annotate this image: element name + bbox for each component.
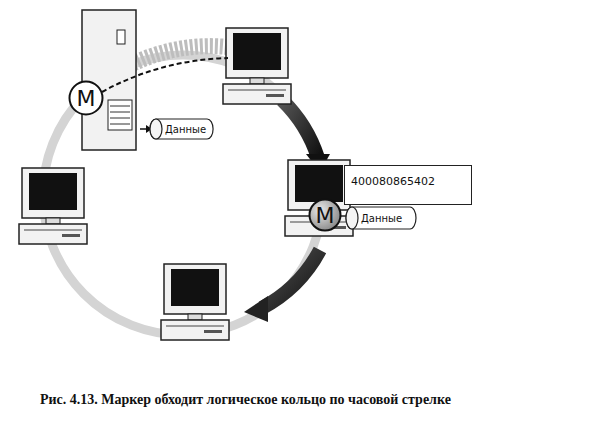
server-tower — [82, 10, 152, 150]
computer — [223, 28, 291, 104]
token-path-dark — [282, 100, 318, 158]
arrow-head — [244, 296, 268, 322]
token-path-dark — [262, 250, 320, 308]
computer — [285, 160, 353, 236]
data-label: Данные — [165, 124, 206, 135]
figure-caption: Рис. 4.13. Маркер обходит логическое кол… — [40, 392, 451, 408]
token-circle: M — [308, 198, 342, 232]
token-label: M — [316, 203, 335, 228]
data-label: Данные — [361, 213, 402, 224]
computer — [161, 264, 229, 340]
dashed-link — [102, 58, 228, 92]
data-cylinder: Данные — [346, 206, 416, 230]
address-box: 400080865402 — [344, 165, 472, 205]
address-text: 400080865402 — [351, 175, 435, 188]
token-label: M — [77, 86, 96, 111]
token-circle: M — [68, 80, 104, 116]
data-cylinder: Данные — [150, 118, 213, 140]
token-path-light — [128, 46, 236, 66]
computer — [19, 168, 87, 244]
